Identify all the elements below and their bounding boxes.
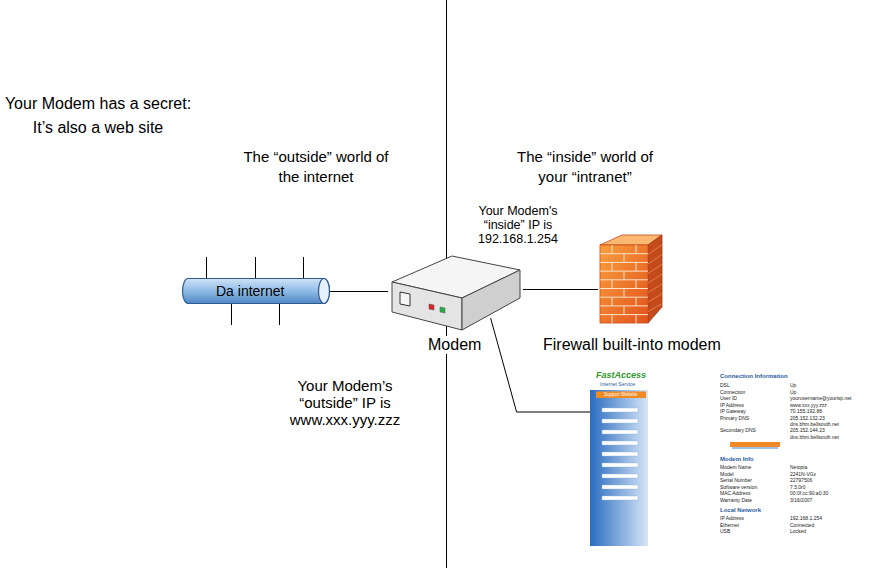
- region-label: The “inside” world of your “intranet”: [510, 147, 660, 187]
- screenshot-text: Netopia: [790, 465, 807, 470]
- region-label: Your Modem's “inside” IP is 192.168.1.25…: [468, 204, 568, 246]
- node-label: Da internet: [216, 284, 284, 298]
- screenshot-text: dns.bhm.bellsouth.net: [790, 422, 839, 427]
- screenshot-text: yourusername@yourisp.net: [790, 396, 852, 401]
- diagram-title: Your Modem has a secret: It’s also a web…: [0, 92, 196, 140]
- node-label: Modem: [426, 336, 483, 354]
- screenshot-text: Primary DNS: [720, 416, 749, 421]
- screenshot-text: Support Website: [604, 393, 637, 398]
- modem-drawing: [388, 252, 523, 334]
- screenshot-text: Local Network: [720, 507, 761, 513]
- screenshot-text: 22797506: [790, 478, 812, 483]
- screenshot-text: 00:0f:cc:90:a0:30: [790, 491, 828, 496]
- screenshot-text: Connection Information: [720, 373, 788, 379]
- screenshot-text: 205.152.132.23: [790, 416, 825, 421]
- node-label: Firewall built-into modem: [543, 336, 721, 354]
- screenshot-text: Up: [790, 383, 796, 388]
- screenshot-text: Internet Service: [600, 382, 635, 387]
- screenshot-text: DSL: [720, 383, 730, 388]
- firewall-device: Firewall built-into modem: [540, 230, 725, 355]
- firewall-drawing: [598, 233, 664, 325]
- screenshot-text: IP Address: [720, 403, 744, 408]
- connector-line: [523, 289, 598, 290]
- screenshot-text: 7.5.0r0: [790, 485, 806, 490]
- screenshot-text: Up: [790, 390, 796, 395]
- modem-device: Modem: [388, 252, 523, 358]
- screenshot-text: Connected: [790, 523, 814, 528]
- screenshot-text: Serial Number: [720, 478, 752, 483]
- screenshot-text: Secondary DNS: [720, 428, 756, 433]
- screenshot-text: 70.155.192.88: [790, 409, 822, 414]
- screenshot-text: 205.152.144.23: [790, 428, 825, 433]
- screenshot-text: Ethernet: [720, 523, 739, 528]
- screenshot-text: www.xxx.yyy.zzz: [790, 403, 827, 408]
- region-label: Your Modem’s “outside” IP is www.xxx.yyy…: [278, 377, 412, 428]
- screenshot-text: 192.168.1.254: [790, 516, 822, 521]
- screenshot-text: Connection: [720, 390, 745, 395]
- web-page: FastAccessInternet ServiceSupport Websit…: [590, 368, 865, 546]
- screenshot-text: FastAccess: [596, 371, 646, 380]
- screenshot-text: Software version: [720, 485, 757, 490]
- screenshot-text: User ID: [720, 396, 737, 401]
- screenshot-text: Model: [720, 472, 734, 477]
- screenshot-text: USB: [720, 529, 730, 534]
- screenshot-text: Warranty Date: [720, 498, 752, 503]
- screenshot-text: Modem Name: [720, 465, 751, 470]
- screenshot-text: IP Gateway: [720, 409, 746, 414]
- connector-line: [330, 291, 388, 292]
- cloud-cylinder: Da internet: [182, 278, 330, 304]
- screenshot-text: IP Address: [720, 516, 744, 521]
- screenshot-text: Locked: [790, 529, 806, 534]
- screenshot-text: Modem Info: [720, 456, 754, 462]
- region-label: The “outside” world of the internet: [238, 147, 394, 187]
- connector-line: [491, 318, 590, 412]
- screenshot-text: 2241N-VGx: [790, 472, 816, 477]
- screenshot-text: 3/16/2007: [790, 498, 812, 503]
- screenshot-text: MAC Address: [720, 491, 751, 496]
- screenshot-text: dns.bhm.bellsouth.net: [790, 435, 839, 440]
